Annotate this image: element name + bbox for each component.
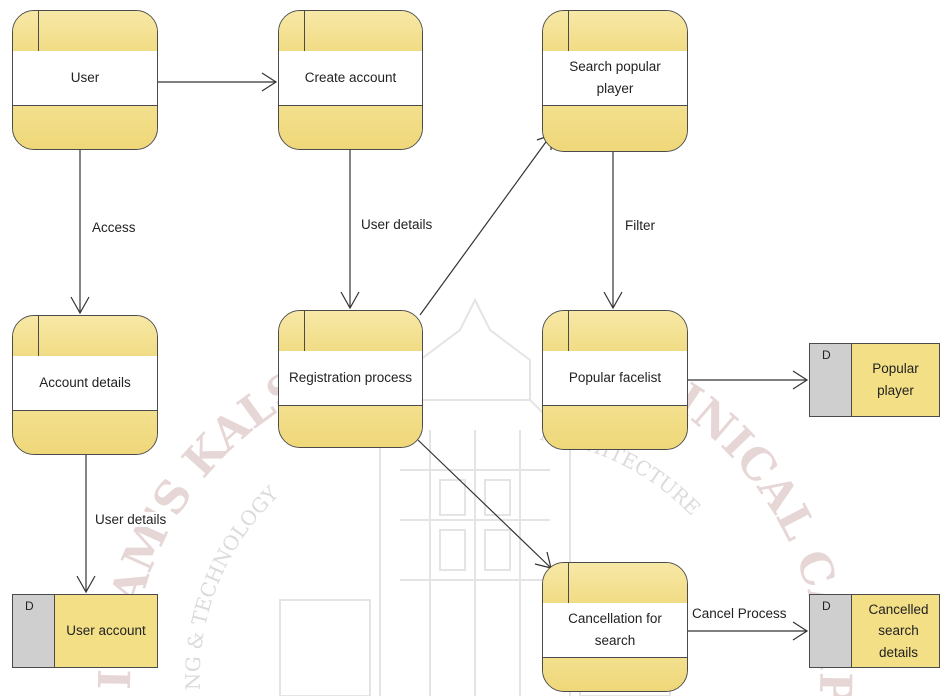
store-label: Popular player [872,361,919,398]
arrowhead [70,296,90,315]
process-create-account[interactable]: Create account [278,10,423,150]
process-footer [279,106,422,149]
process-popular-facelist[interactable]: Popular facelist [542,310,688,450]
process-footer [543,406,687,449]
flow-label-filter: Filter [623,218,657,233]
store-label: Cancelled search details [868,601,929,660]
process-search-popular-player[interactable]: Search popular player [542,10,688,152]
process-header [13,11,157,52]
process-account-details[interactable]: Account details [12,315,158,455]
store-id: D [810,595,852,667]
flow-label-cancel-process: Cancel Process [692,606,787,621]
process-header [543,311,687,352]
process-id-cell [279,311,305,351]
process-label: Create account [279,51,422,106]
store-id: D [810,344,852,416]
arrowhead [261,72,278,92]
arrowhead [792,621,809,641]
process-id-cell [543,563,569,603]
process-label: Cancellation for search [543,603,687,658]
svg-text:NG & TECHNOLOGY: NG & TECHNOLOGY [181,481,284,690]
store-cancelled-search-details[interactable]: D Cancelled search details [809,594,940,668]
process-label: Popular facelist [543,351,687,406]
process-label: User [13,51,157,106]
store-popular-player[interactable]: D Popular player [809,343,940,417]
process-header [279,11,422,52]
process-id-cell [13,316,39,356]
watermark-inner-left: NG & TECHNOLOGY [181,481,284,690]
process-header [543,11,687,52]
arrowhead [76,575,96,594]
flow-registration-search [419,134,552,316]
process-id-cell [543,11,569,51]
process-footer [279,406,422,447]
process-footer [543,106,687,151]
process-header [279,311,422,352]
process-label: Search popular player [543,51,687,106]
flow-registration-cancellation [417,439,552,569]
store-label: User account [66,623,146,639]
flow-label-user-details: User details [359,217,435,232]
process-header [13,316,157,357]
process-id-cell [13,11,39,51]
process-header [543,563,687,604]
store-id: D [13,595,55,667]
process-footer [13,411,157,454]
process-registration-process[interactable]: Registration process [278,310,423,448]
process-label: Registration process [279,351,422,406]
process-label: Account details [13,356,157,411]
arrowhead [340,291,360,310]
process-id-cell [543,311,569,351]
process-footer [13,106,157,149]
flow-label-user-details-2: User details [93,512,169,527]
store-user-account[interactable]: D User account [12,594,158,668]
process-cancellation-for-search[interactable]: Cancellation for search [542,562,688,692]
process-id-cell [279,11,305,51]
process-footer [543,658,687,691]
process-user[interactable]: User [12,10,158,150]
arrowhead [603,291,623,310]
arrowhead [792,370,809,390]
flow-label-access: Access [90,220,138,235]
